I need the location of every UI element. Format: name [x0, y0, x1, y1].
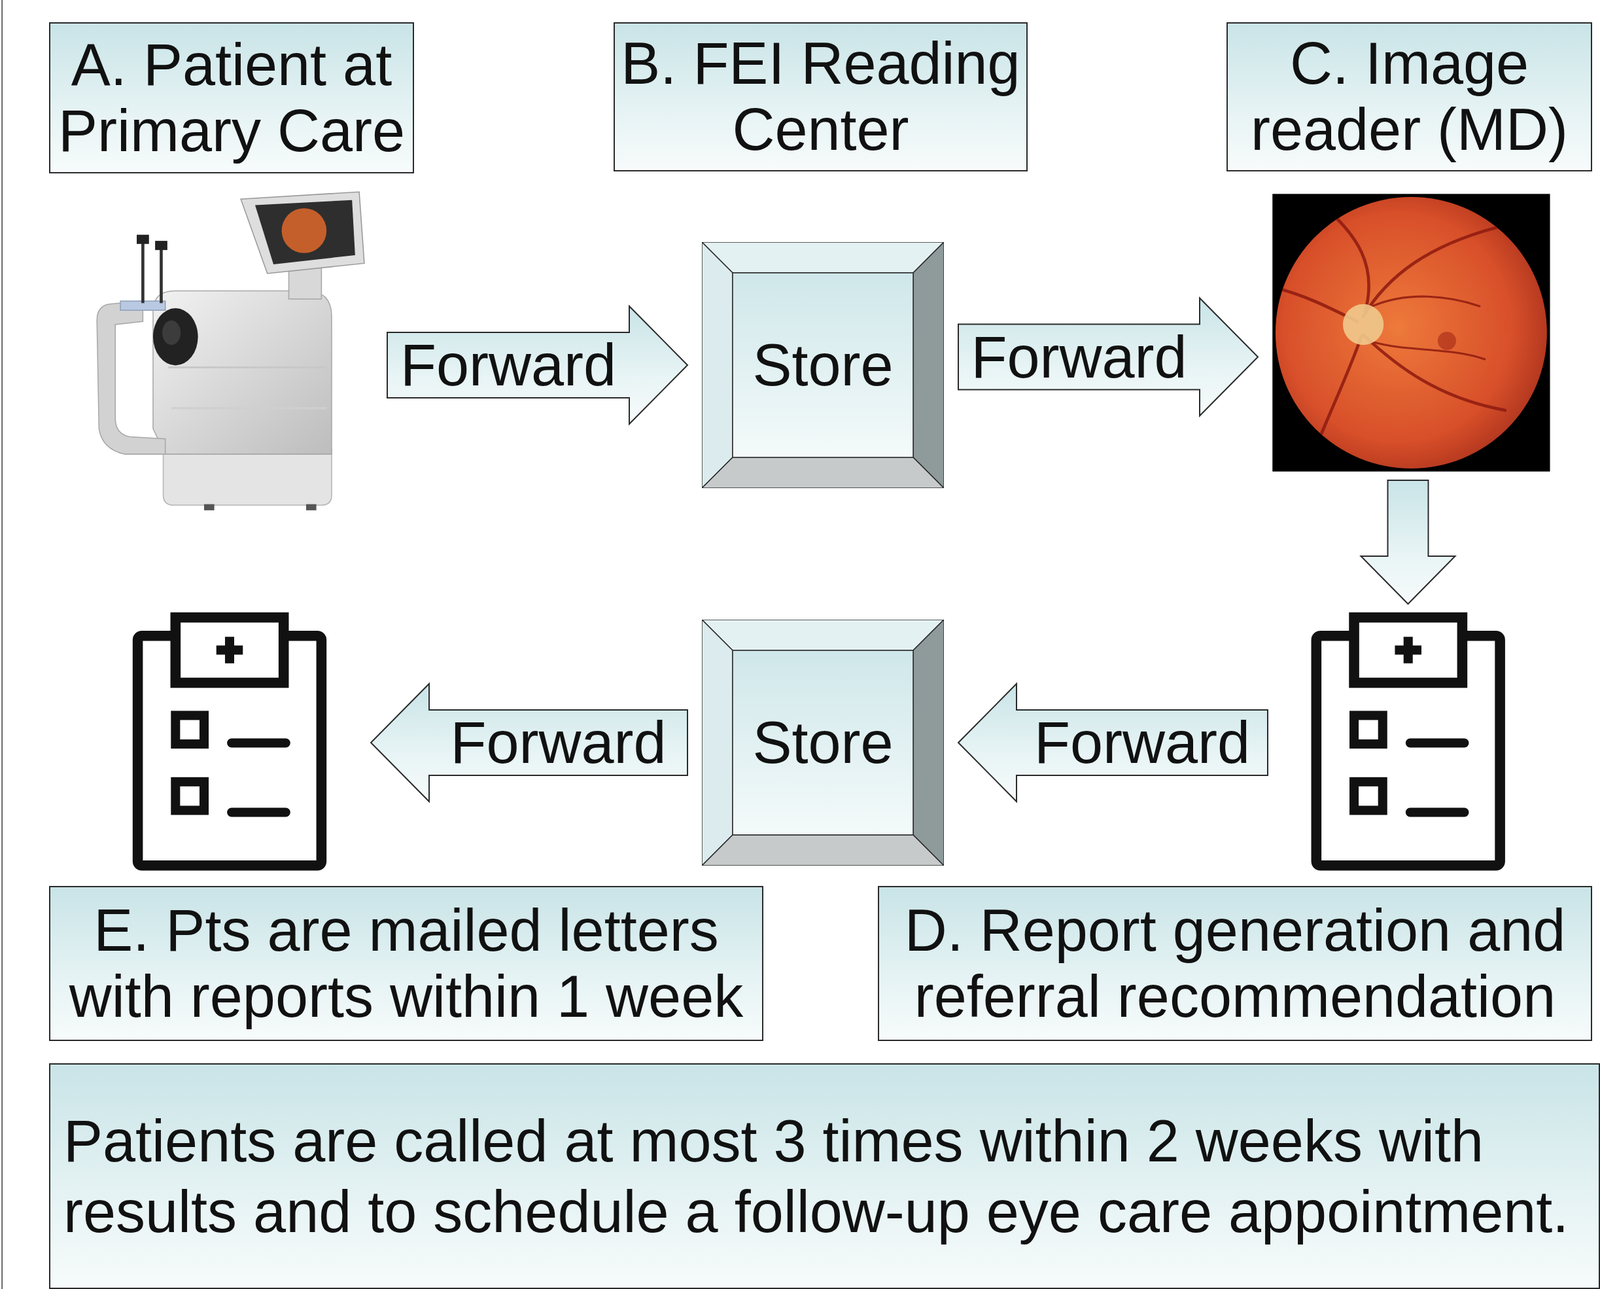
clipboard-icon-part — [1394, 636, 1422, 664]
fundus-camera-illustration-part — [153, 308, 199, 366]
fundus-camera-illustration-part — [162, 320, 181, 345]
fundus-camera-illustration-part — [168, 366, 327, 369]
retina-photo-illustration-part — [1275, 196, 1548, 469]
fundus-camera-illustration-part — [141, 236, 145, 303]
fundus-camera-illustration-part — [159, 242, 163, 303]
block-arrow — [958, 683, 1268, 802]
clipboard-icon — [1316, 617, 1500, 866]
letter-node: E. Pts are mailed letters with reports w… — [104, 612, 357, 871]
heading-box: C. Image reader (MD) — [1226, 22, 1593, 172]
box-text: B. FEI Reading Center — [618, 30, 1023, 163]
arrow-label: Forward — [450, 713, 666, 772]
fundus-camera-illustration-part — [255, 200, 356, 265]
heading-box: E. Pts are mailed letters with reports w… — [49, 885, 764, 1041]
retina-photo-illustration-part — [1437, 331, 1457, 350]
fundus-camera-illustration-part — [240, 191, 365, 274]
arrow-label-holder: Forward — [970, 327, 1187, 387]
retina-photo-illustration-part — [1342, 304, 1384, 345]
fundus-camera-illustration-part — [96, 300, 166, 454]
fundus-camera-illustration-part — [306, 504, 317, 511]
reading-center-box: B. FEI Reading Center — [613, 22, 1028, 172]
arrow-label-holder: Forward — [400, 335, 617, 395]
null-part-part — [1363, 334, 1506, 411]
clipboard-icon-part — [1354, 781, 1383, 811]
null-part-part — [1372, 342, 1485, 360]
note-box: Patients are called at most 3 times with… — [49, 1062, 1600, 1289]
bevel-face — [701, 619, 733, 866]
null-part-part — [1372, 296, 1480, 307]
clipboard-icon-part — [1354, 617, 1462, 683]
clipboard-icon-part — [175, 617, 284, 683]
null-part-part — [1311, 336, 1362, 460]
heading-text: A. Patient at Primary Care — [54, 32, 409, 165]
heading-box: A. Patient at Primary Care — [49, 22, 415, 174]
fundus-camera-illustration-part — [204, 504, 215, 511]
fundus-camera-node: A. Patient at Primary Care — [96, 191, 373, 511]
block-arrow — [387, 306, 688, 424]
clipboard-icon-part — [175, 714, 205, 744]
box-text: Store — [752, 709, 893, 776]
fundus-camera-illustration-part — [171, 406, 327, 409]
clipboard-icon-part — [1410, 743, 1465, 813]
clipboard-icon-part — [175, 781, 205, 811]
arrow-label: Forward — [400, 335, 617, 395]
arrow-label-holder: Forward — [1034, 713, 1251, 772]
arrow-label: Forward — [1034, 713, 1251, 772]
fundus-camera-illustration — [96, 191, 365, 511]
bevel-face — [701, 457, 944, 488]
clipboard-icon — [138, 617, 322, 866]
block-arrow — [958, 298, 1258, 417]
clipboard-icon-part — [1354, 714, 1383, 744]
note-text: Patients are called at most 3 times with… — [63, 1105, 1586, 1247]
bevel-face — [701, 834, 944, 866]
bevel-face — [913, 242, 944, 488]
bevel-face — [701, 242, 944, 273]
heading-text: E. Pts are mailed letters with reports w… — [54, 897, 759, 1030]
retina-photo-illustration-part — [1272, 193, 1550, 471]
fundus-camera-illustration-part — [163, 448, 332, 505]
block-arrow — [1361, 480, 1456, 604]
bevel-face — [701, 619, 944, 651]
report-node: D. Report generation and referral recomm… — [1282, 612, 1534, 871]
null-part — [1275, 204, 1506, 460]
fundus-camera-illustration-part — [155, 240, 168, 250]
block-arrow — [370, 683, 688, 802]
bevel-face — [701, 242, 733, 488]
arrow-label-holder: Forward — [450, 713, 666, 772]
page-border-line — [1, 0, 3, 1289]
null-part-part — [1321, 204, 1370, 312]
fundus-image-node: C. Image reader (MD) — [1272, 193, 1551, 472]
fundus-camera-illustration-part — [281, 208, 328, 254]
store-box: Store — [701, 619, 944, 866]
fundus-camera-illustration-part — [153, 291, 332, 455]
heading-text: D. Report generation and referral recomm… — [883, 897, 1587, 1030]
arrow-label: Forward — [970, 327, 1187, 387]
store-box: Store — [701, 242, 944, 488]
bevel-face — [913, 619, 944, 866]
bevel-inner-face — [732, 650, 914, 835]
heading-box: D. Report generation and referral recomm… — [877, 885, 1593, 1041]
heading-text: C. Image reader (MD) — [1231, 30, 1587, 163]
retina-photo-illustration — [1272, 193, 1550, 471]
null-part-part — [1363, 226, 1500, 316]
box-text: Store — [752, 332, 893, 399]
bevel-inner-face — [732, 272, 914, 458]
fundus-camera-illustration-part — [136, 234, 150, 244]
clipboard-icon-part — [231, 743, 286, 813]
clipboard-icon-part — [216, 636, 244, 664]
